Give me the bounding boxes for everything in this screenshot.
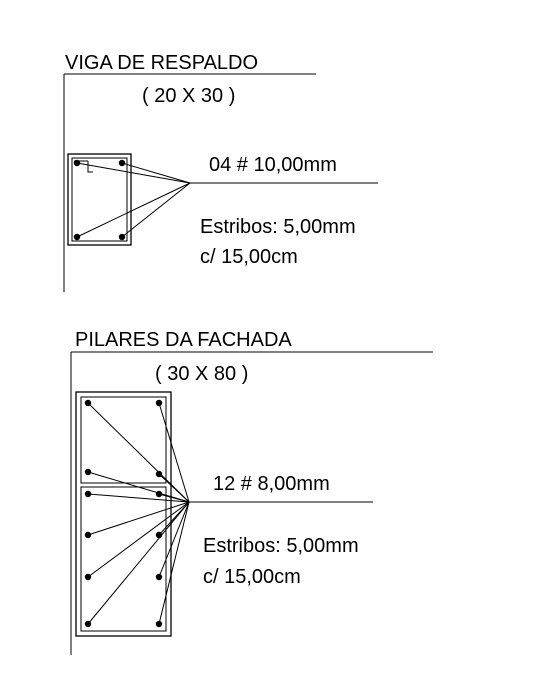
- beam-rebar-bars: [73, 159, 126, 241]
- column-dimensions: ( 30 X 80 ): [155, 363, 248, 385]
- column-stirrup-lower: [80, 486, 167, 632]
- column-rebar-bars: [84, 399, 163, 628]
- beam-stirrup: [71, 157, 128, 242]
- column-cross-section-outer: [75, 391, 172, 637]
- column-leader-line-2: [158, 402, 190, 503]
- beam-leader-line-2: [121, 162, 191, 184]
- column-stirrups-spacing-label: c/ 15,00cm: [203, 566, 301, 588]
- column-rebar-label: 12 # 8,00mm: [213, 473, 330, 495]
- column-leader-line-6: [158, 493, 190, 503]
- beam-rebar-label: 04 # 10,00mm: [209, 154, 337, 176]
- beam-leader-line-4: [121, 182, 191, 238]
- column-leader-line-7: [87, 501, 190, 536]
- column-leader-line-12: [158, 501, 190, 625]
- beam-stirrups-spacing-label: c/ 15,00cm: [200, 246, 298, 268]
- column-stirrup-upper: [80, 396, 167, 484]
- column-leader-line-5: [87, 493, 190, 503]
- column-leader-lines: [87, 402, 190, 625]
- beam-leader-line-3: [76, 182, 191, 238]
- beam-leader-lines: [76, 162, 191, 238]
- column-leader-line-1: [87, 402, 190, 503]
- beam-title: VIGA DE RESPALDO: [65, 52, 258, 74]
- beam-cross-section-outer: [67, 153, 132, 246]
- beam-section: VIGA DE RESPALDO ( 20 X 30 ) 04 # 10,00m…: [63, 52, 378, 292]
- column-leader-line-4: [158, 473, 190, 503]
- beam-leader-line-1: [76, 162, 191, 184]
- beam-dimensions: ( 20 X 30 ): [142, 85, 235, 107]
- column-section: PILARES DA FACHADA ( 30 X 80 ) 12 # 8,00…: [70, 329, 433, 655]
- column-title: PILARES DA FACHADA: [75, 329, 292, 351]
- column-leader-line-9: [87, 501, 190, 578]
- column-leader-line-10: [158, 501, 190, 578]
- column-stirrups-label: Estribos: 5,00mm: [203, 535, 359, 557]
- column-leader-line-11: [87, 501, 190, 625]
- beam-stirrups-label: Estribos: 5,00mm: [200, 216, 356, 238]
